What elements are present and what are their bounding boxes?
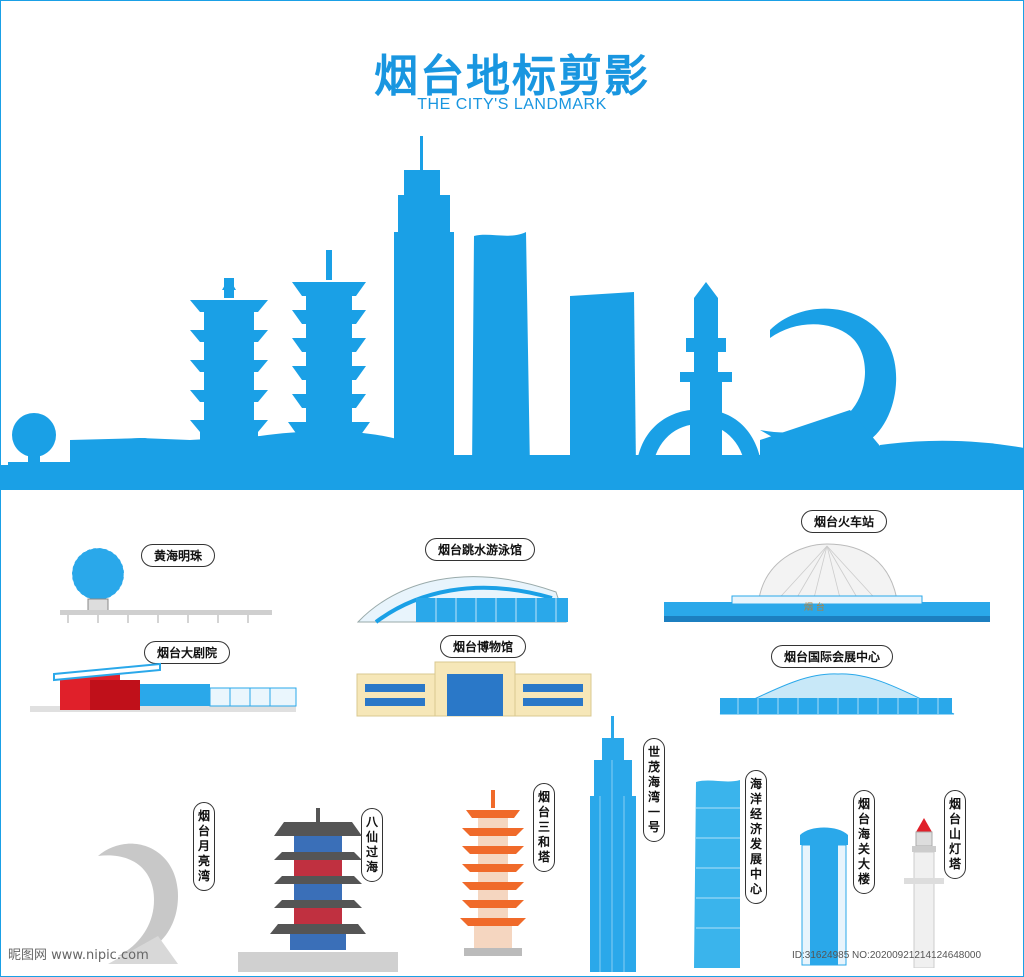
watermark: 昵图网 www.nipic.com (8, 948, 149, 963)
label-sanhe: 烟台三和塔 (533, 783, 555, 872)
label-moon: 烟台月亮湾 (193, 802, 215, 891)
skyline-silhouette (0, 136, 1024, 490)
label-lighthouse: 烟台山灯塔 (944, 790, 966, 879)
label-station: 烟台火车站 (801, 510, 888, 533)
ocean-illustration (694, 780, 740, 968)
label-diving: 烟台跳水游泳馆 (425, 538, 536, 561)
label-baxian: 八仙过海 (361, 808, 383, 882)
label-ocean: 海洋经济发展中心 (745, 770, 767, 904)
lighthouse-illustration (904, 818, 944, 968)
label-pearl: 黄海明珠 (141, 544, 216, 567)
theater-illustration (30, 662, 297, 712)
page-title: 烟台地标剪影 (374, 51, 650, 102)
page-subtitle: THE CITY'S LANDMARK (417, 96, 607, 113)
sanhe-illustration (460, 790, 526, 956)
baxian-illustration (238, 808, 398, 972)
expo-illustration (719, 673, 955, 715)
label-museum: 烟台博物馆 (440, 635, 527, 658)
moon-illustration (98, 843, 178, 964)
label-expo: 烟台国际会展中心 (771, 645, 894, 668)
label-customs: 烟台海关大楼 (853, 790, 875, 894)
station-sign: 烟 台 (804, 603, 825, 613)
customs-illustration (800, 827, 848, 966)
label-theater: 烟台大剧院 (144, 641, 231, 664)
station-illustration (664, 543, 990, 622)
label-shimao: 世茂海湾一号 (643, 738, 665, 842)
image-id: ID:31624985 NO:20200921214124648000 (792, 950, 982, 961)
pearl-illustration (60, 547, 272, 623)
shimao-illustration (590, 716, 636, 972)
museum-illustration (356, 661, 592, 717)
diving-illustration (356, 576, 568, 624)
